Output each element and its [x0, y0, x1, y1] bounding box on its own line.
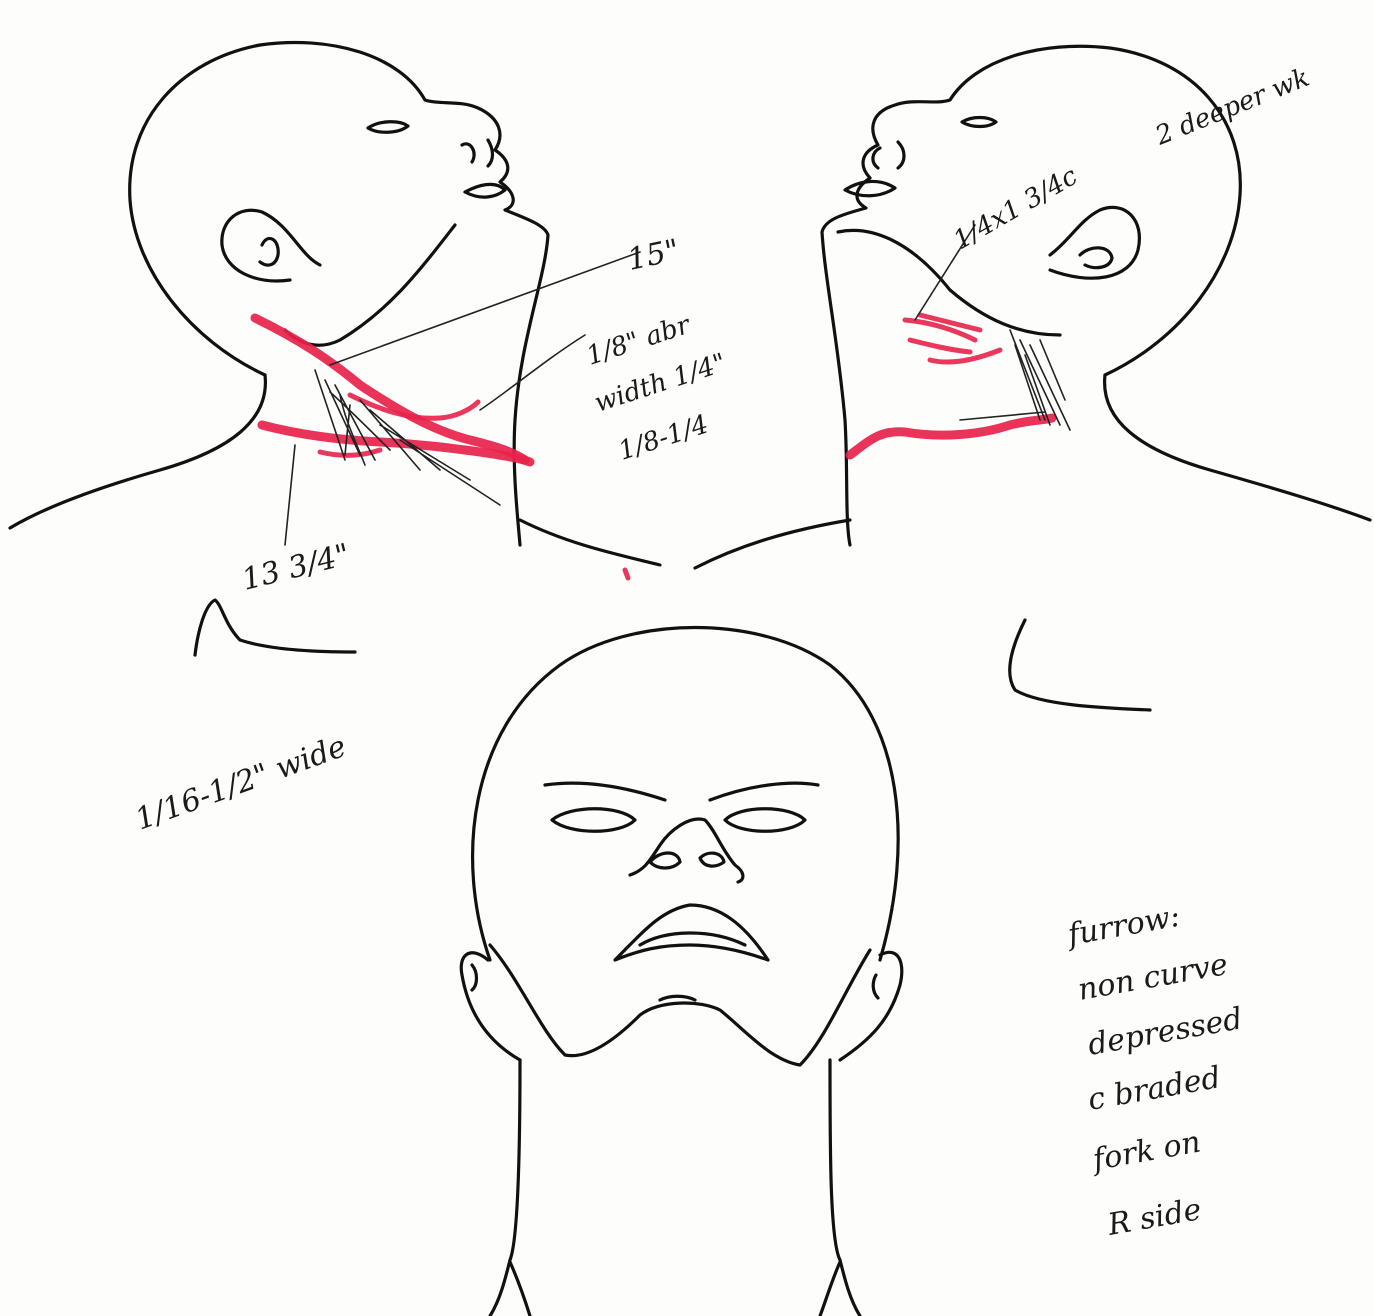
left-stray-mark — [195, 600, 355, 655]
right-eye — [962, 118, 996, 127]
right-neck-wound-lower — [850, 418, 1052, 455]
front-head-figure — [461, 628, 902, 1316]
right-ear — [1050, 207, 1139, 278]
left-leader-mid — [480, 335, 585, 410]
notes-line-3: depressed — [1085, 1001, 1245, 1063]
stray-red-mark — [625, 570, 628, 578]
left-measure-top: 15" — [624, 233, 682, 278]
front-left-brow — [545, 783, 665, 800]
notes-line-4: c braded — [1085, 1060, 1223, 1118]
front-left-eye — [552, 809, 635, 832]
left-front-shoulder — [520, 520, 660, 565]
left-mouth — [465, 184, 505, 197]
right-front-shoulder — [695, 520, 850, 568]
notes-line-1: furrow: — [1063, 899, 1182, 953]
front-nose — [630, 819, 743, 882]
right-jaw-wound — [905, 315, 1000, 362]
left-jaw-line — [285, 225, 455, 345]
left-measure-lower: 1/16-1/2" wide — [131, 729, 351, 838]
right-mouth — [845, 181, 895, 195]
left-ear — [222, 210, 320, 281]
front-right-ear — [840, 952, 902, 1060]
left-leader-bottom — [285, 445, 295, 545]
front-neck-inner-right — [820, 1262, 840, 1316]
front-head-outline — [473, 628, 899, 961]
front-chin-mark — [660, 996, 695, 1000]
front-right-eye — [725, 809, 805, 832]
front-left-ear — [461, 953, 520, 1060]
notes-line-6: R side — [1104, 1192, 1204, 1243]
right-jaw-line — [838, 230, 1060, 335]
front-jaw-line — [490, 945, 870, 1065]
left-shoulder — [10, 375, 265, 528]
front-right-brow — [710, 783, 818, 800]
left-measure-mid-line3: 1/8-1/4 — [615, 410, 712, 467]
left-head-outline — [130, 42, 548, 545]
left-eye — [368, 122, 408, 133]
right-stray-mark — [1010, 620, 1150, 710]
right-shoulder — [1105, 375, 1370, 520]
right-head-figure — [695, 46, 1370, 710]
left-nostril — [462, 140, 493, 166]
notes-line-2: non curve — [1075, 947, 1230, 1008]
front-neck-inner-left — [510, 1262, 530, 1316]
front-mouth — [615, 905, 768, 960]
handwritten-annotations: 15" 1/8" abr width 1/4" 1/8-1/4 13 3/4" … — [131, 63, 1314, 1243]
left-measure-bottom: 13 3/4" — [238, 537, 353, 598]
notes-line-5: fork on — [1088, 1125, 1203, 1179]
